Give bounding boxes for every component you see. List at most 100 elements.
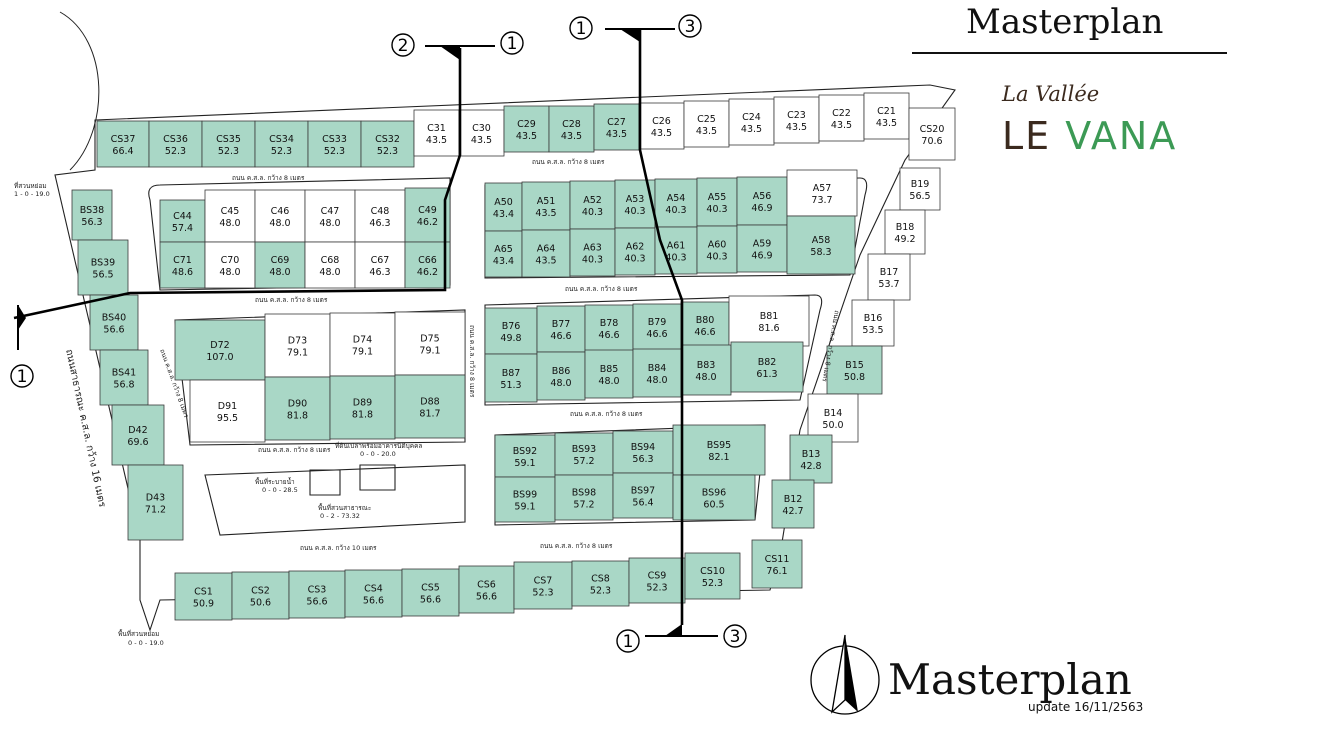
plot-shape[interactable] [288,570,346,619]
plot-shape[interactable] [394,311,466,376]
plot-shape[interactable] [851,299,895,347]
plot-shape[interactable] [786,215,856,275]
plot-shape[interactable] [584,349,634,399]
plot-shape[interactable] [696,177,738,227]
plot-shape[interactable] [807,393,859,443]
plot-shape[interactable] [593,103,640,151]
plot-shape[interactable] [632,303,682,351]
plot-shape[interactable] [503,105,550,153]
plot-shape[interactable] [360,120,415,168]
plot-shape[interactable] [484,353,538,403]
plot-shape[interactable] [789,434,833,484]
plot-shape[interactable] [571,560,630,607]
plot-shape[interactable] [548,105,595,153]
plot-shape[interactable] [684,552,741,600]
plot-shape[interactable] [863,92,910,140]
plot-shape[interactable] [484,230,523,278]
plot-shape[interactable] [867,253,911,301]
plot-shape[interactable] [826,345,883,395]
plot-shape[interactable] [536,351,586,401]
plot-shape[interactable] [632,348,682,398]
plot-shape[interactable] [111,404,165,466]
plot-shape[interactable] [264,313,331,378]
plot-shape[interactable] [736,224,788,273]
plot-shape[interactable] [521,229,571,278]
plot-shape[interactable] [728,98,775,146]
plot-shape[interactable] [413,109,460,157]
plot-shape[interactable] [231,571,290,620]
plot-shape[interactable] [394,374,466,439]
plot-shape[interactable] [458,565,515,614]
plot-shape[interactable] [554,432,614,476]
plot-shape[interactable] [174,319,266,381]
plot-shape[interactable] [484,307,538,355]
plot-shape[interactable] [612,430,674,474]
plot-shape[interactable] [536,305,586,353]
plot-shape[interactable] [513,561,573,610]
plot-shape[interactable] [304,241,356,289]
plot-shape[interactable] [484,182,523,232]
plot-shape[interactable] [521,181,571,231]
plot-shape[interactable] [696,225,738,274]
plot-shape[interactable] [204,189,256,243]
plot-shape[interactable] [77,239,129,296]
plot-shape[interactable] [884,209,926,255]
plot-shape[interactable] [458,109,505,157]
plot-shape[interactable] [264,376,331,441]
plot-shape[interactable] [71,189,113,241]
plot-shape[interactable] [329,375,396,440]
